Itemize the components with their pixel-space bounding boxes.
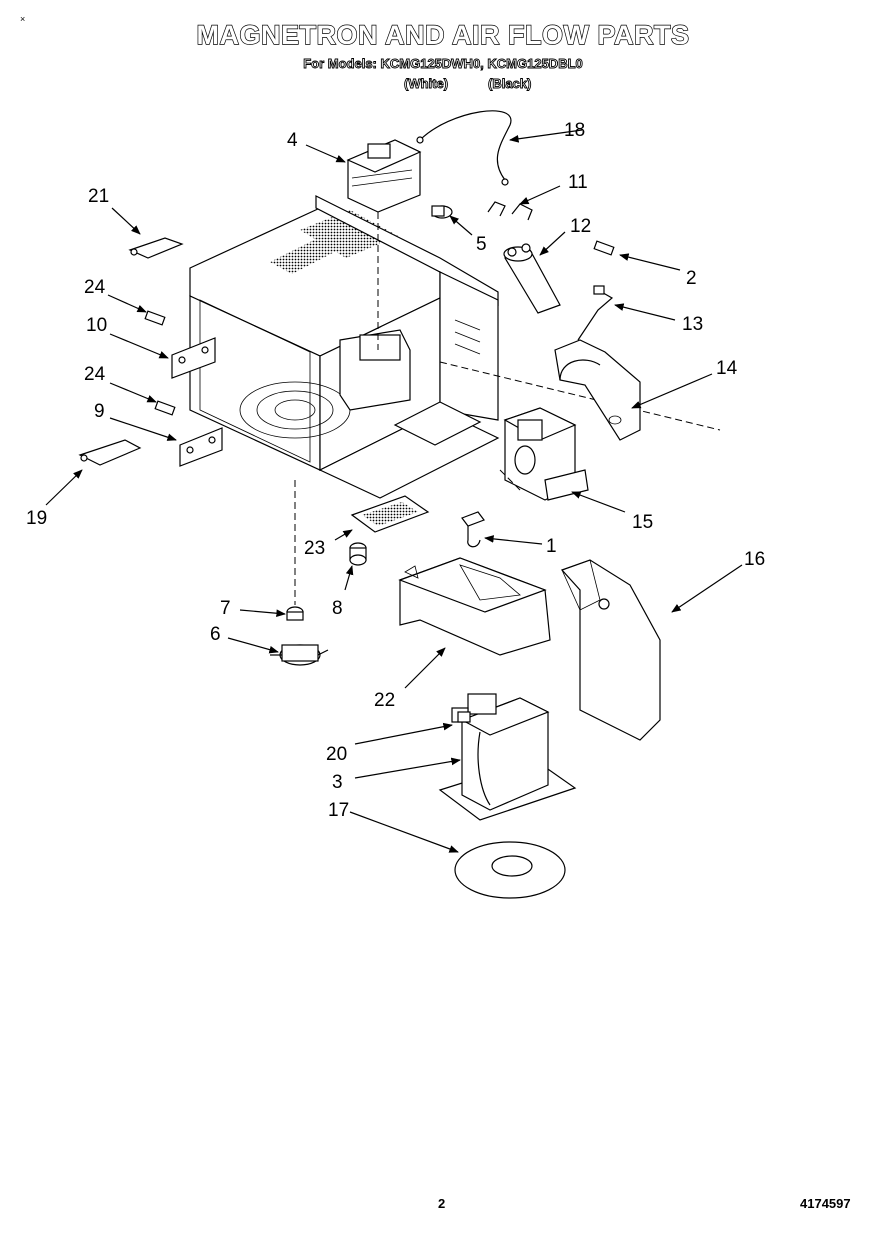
callout-20: 20 [326,744,347,765]
callout-5: 5 [476,234,487,255]
fan-blade-part [454,841,566,899]
oven-cavity-chassis [189,195,721,499]
callout-7: 7 [220,598,231,619]
magnetron-part [346,139,422,350]
callout-12: 12 [570,216,591,237]
models-line: For Models: KCMG125DWH0, KCMG125DBL0 [303,56,583,72]
fuse-part [593,240,615,256]
page-title: MAGNETRON AND AIR FLOW PARTS [196,19,690,50]
callout-17: 17 [328,800,349,821]
callout-6: 6 [210,624,221,645]
capacitor-part [503,243,561,314]
callout-15: 15 [632,512,653,533]
callout-19: 19 [26,508,47,529]
callout-1: 1 [546,536,557,557]
callout-14: 14 [716,358,738,379]
callout-8: 8 [332,598,343,619]
callout-9: 9 [94,401,105,422]
callout-4: 4 [287,130,298,151]
callout-21: 21 [88,186,109,207]
foot-part [349,542,367,566]
hinge-plate-upper-part [171,337,216,379]
callout-2: 2 [686,268,697,289]
thermal-cutout-part [431,205,453,219]
screw-upper-part [144,310,166,326]
corner-mark: × [20,14,26,24]
lead-wire-part [416,110,512,186]
screw-lower-part [154,400,176,416]
stirrer-motor-part [270,644,329,666]
fan-duct-part [398,557,551,656]
page-number: 2 [438,1196,446,1211]
callout-16: 16 [744,549,765,570]
transformer-part [499,407,589,501]
callout-22: 22 [374,690,395,711]
variant-white-label: (White) [404,76,449,92]
callout-10: 10 [86,315,107,336]
leader-lines [45,129,743,853]
diode-part [577,285,614,341]
coupler-part [286,480,304,621]
callout-11: 11 [568,172,588,193]
filter-part [350,495,430,533]
fan-motor-connector-part [457,711,471,723]
callout-3: 3 [332,772,343,793]
air-guide-part [560,559,661,741]
variant-black-label: (Black) [488,76,532,92]
callout-24-upper: 24 [84,277,106,298]
callout-labels: 1 2 3 4 5 6 7 8 9 10 11 12 13 14 15 16 1… [26,120,765,821]
callout-24-lower: 24 [84,364,106,385]
thermal-protector-part [461,511,485,548]
callout-18: 18 [564,120,585,141]
capacitor-clip-part [487,201,533,221]
callout-23: 23 [304,538,325,559]
bracket-part [554,339,641,441]
hinge-top-part [128,237,184,259]
document-number: 4174597 [800,1196,851,1211]
callout-13: 13 [682,314,703,335]
fan-motor-part [438,693,577,821]
hinge-plate-lower-part [179,427,223,467]
hinge-bottom-part [78,439,142,466]
